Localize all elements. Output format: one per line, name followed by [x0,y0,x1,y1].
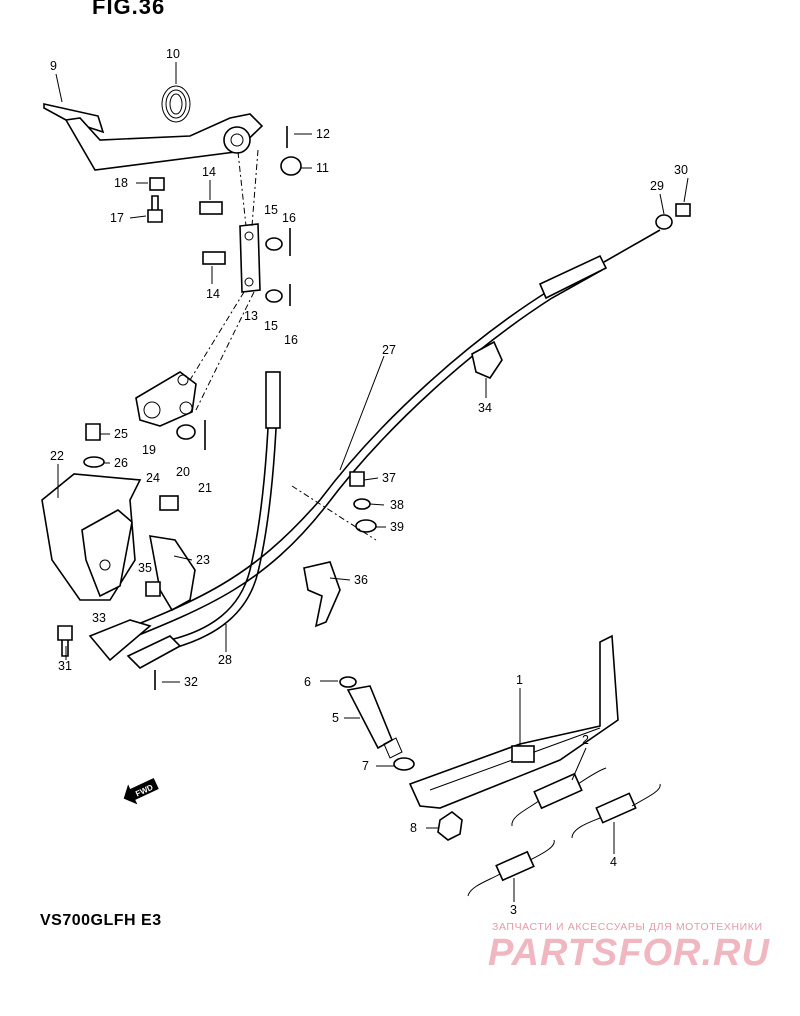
callout-6: 6 [304,675,311,689]
callout-24: 24 [146,471,160,485]
callout-28: 28 [218,653,232,667]
callout-25: 25 [114,427,128,441]
callout-1: 1 [516,673,523,687]
callout-22: 22 [50,449,64,463]
pedal-return-spring [161,85,191,123]
callout-14-bottom: 14 [206,287,220,301]
brake-rod-links [199,201,291,306]
callout-37: 37 [382,471,396,485]
callout-numbers: 9 10 12 11 18 17 14 15 16 14 13 15 16 30… [50,47,688,917]
callout-17: 17 [110,211,124,225]
callout-4: 4 [610,855,617,869]
nut-6 [339,676,357,688]
callout-30: 30 [674,163,688,177]
callout-18: 18 [114,176,128,190]
callout-35: 35 [138,561,152,575]
callout-5: 5 [332,711,339,725]
washer-39 [355,519,377,533]
callout-7: 7 [362,759,369,773]
callout-36: 36 [354,573,368,587]
washer-7 [393,757,415,771]
callout-8: 8 [410,821,417,835]
washer-26 [83,456,105,468]
callout-9: 9 [50,59,57,73]
stand-spring-2 [511,767,607,827]
rear-brake-lever [135,371,206,450]
washer-38 [353,498,371,510]
callout-16-top: 16 [282,211,296,225]
callout-14-top: 14 [202,165,216,179]
callout-23: 23 [196,553,210,567]
bolt-25 [85,423,101,441]
callout-12: 12 [316,127,330,141]
cap-11 [280,156,302,176]
figure-title: FIG.36 [92,0,166,19]
callout-16-bottom: 16 [284,333,298,347]
fwd-label: FWD [134,783,155,799]
callout-26: 26 [114,456,128,470]
callout-11: 11 [316,161,329,175]
callout-29: 29 [650,179,664,193]
callout-38: 38 [390,498,404,512]
stand-spring-4 [571,783,661,839]
callout-19: 19 [142,443,156,457]
callout-20: 20 [176,465,190,479]
callout-39: 39 [390,520,404,534]
callout-15-top: 15 [264,203,278,217]
forward-arrow-icon: FWD [123,777,159,805]
nut-29 [655,214,673,230]
watermark-tagline: ЗАПЧАСТИ И АКСЕССУАРЫ ДЛЯ МОТОТЕХНИКИ [492,921,763,933]
clamp-34 [471,340,503,379]
callout-21: 21 [198,481,212,495]
callout-13: 13 [244,309,258,323]
front-brake-cable-27 [97,261,601,641]
brake-bracket [41,473,196,612]
callout-32: 32 [184,675,198,689]
bolt-37 [349,471,365,487]
callout-31: 31 [58,659,72,673]
clamp-36 [303,561,341,628]
callout-15-bottom: 15 [264,319,278,333]
callout-33: 33 [92,611,106,625]
bolt-31 [57,625,73,657]
bolt-17 [147,195,163,223]
callout-10: 10 [166,47,180,61]
nut-18 [149,177,165,191]
brake-pedal [43,103,264,171]
callout-27: 27 [382,343,396,357]
model-code: VS700GLFH E3 [40,912,162,929]
nut-30 [675,203,691,217]
rear-brake-cable-28 [169,379,271,641]
stand-pivot-bolt-5 [346,685,394,750]
callout-2: 2 [582,733,589,747]
bolt-35 [145,581,161,597]
nut-8 [437,811,463,841]
stand-spring-3 [467,839,555,897]
callout-3: 3 [510,903,517,917]
side-stand [408,634,619,809]
callout-34: 34 [478,401,492,415]
watermark-logo[interactable]: PARTSFOR.RU [488,932,770,974]
